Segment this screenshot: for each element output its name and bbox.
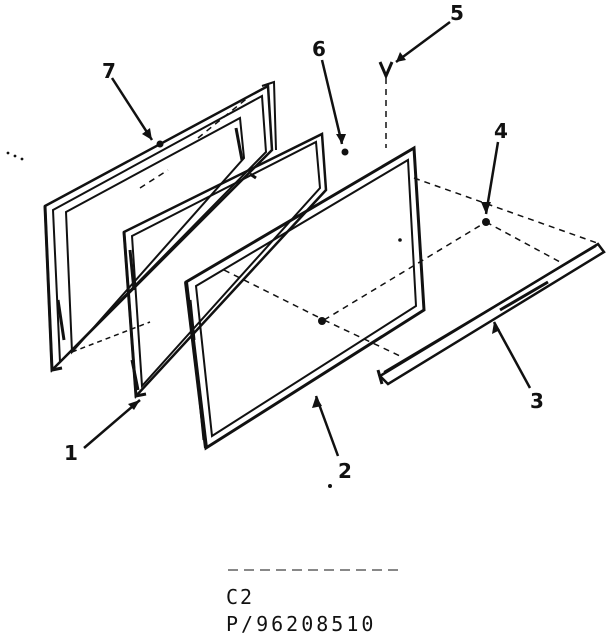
door-handle-strip: [376, 242, 606, 386]
assembly-lines: [139, 78, 601, 357]
label-part-4: 4: [494, 119, 508, 143]
label-part-5: 5: [450, 1, 464, 25]
screw-part-7: [156, 140, 164, 148]
leader-3: [492, 321, 532, 389]
clip-part-6: [341, 148, 349, 156]
leader-1: [83, 399, 141, 449]
inner-glass-panel: [122, 132, 328, 399]
outer-door-panel: [184, 145, 426, 451]
leader-6: [320, 59, 344, 145]
leader-7: [110, 77, 154, 141]
label-part-3: 3: [530, 389, 544, 413]
screw-part-4: [482, 218, 490, 226]
label-part-6: 6: [312, 37, 326, 61]
stray-marks: [6, 151, 24, 161]
label-part-1: 1: [64, 441, 78, 465]
model-number: P/96208510: [226, 612, 377, 636]
label-part-2: 2: [338, 459, 352, 483]
fasteners: [156, 140, 490, 488]
leader-5: [395, 20, 451, 64]
leader-lines: [83, 20, 532, 457]
leader-arrowheads: [128, 52, 500, 410]
screw-symbol-part-5: [378, 61, 394, 80]
diagram-code: C2: [226, 585, 255, 609]
rear-liner-frame: [43, 80, 277, 373]
label-part-7: 7: [102, 59, 116, 83]
screw-front-panel: [318, 317, 326, 325]
